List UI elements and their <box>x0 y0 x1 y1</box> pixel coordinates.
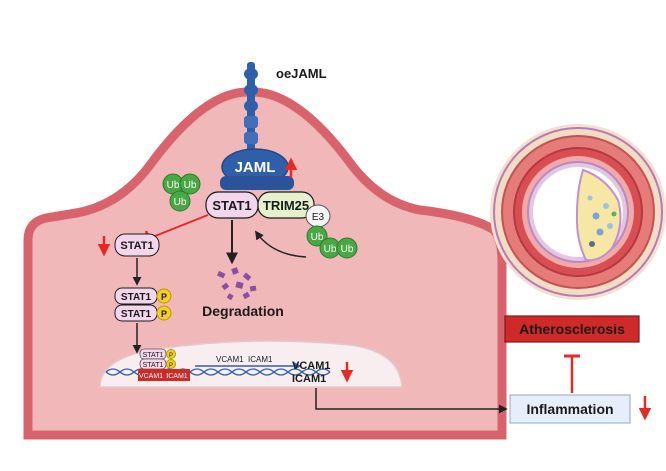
ub-cluster-left: Ub Ub Ub <box>162 173 201 212</box>
vessel-illustration <box>490 124 666 300</box>
trim25-label: TRIM25 <box>263 198 309 213</box>
e3-label: E3 <box>312 212 325 223</box>
stat1-cytosolic <box>114 233 160 257</box>
svg-text:P: P <box>169 363 173 369</box>
transcript-vcam1: VCAM1 <box>216 355 244 364</box>
stat1-main-label: STAT1 <box>212 198 251 213</box>
svg-text:Ub: Ub <box>174 197 187 208</box>
svg-text:STAT1: STAT1 <box>143 362 164 369</box>
svg-text:STAT1: STAT1 <box>121 292 152 303</box>
stat1-cytosolic-label: STAT1 <box>120 240 153 252</box>
svg-text:STAT1: STAT1 <box>121 309 152 320</box>
gene-box <box>138 369 190 381</box>
phospho-a <box>156 288 172 304</box>
ub-transfer-arrow <box>254 230 307 258</box>
ub-cluster-right: Ub Ub Ub <box>306 225 358 259</box>
output-icam1: ICAM1 <box>292 373 326 385</box>
atherosclerosis-box <box>504 315 640 343</box>
svg-text:STAT1: STAT1 <box>143 352 164 359</box>
oejaml-label: oeJAML <box>276 66 327 81</box>
svg-text:P: P <box>169 353 173 359</box>
output-vcam1: VCAM1 <box>292 360 331 372</box>
svg-text:Ub: Ub <box>324 244 337 255</box>
dna-phospho-a <box>166 349 176 359</box>
atherosclerosis-label: Atherosclerosis <box>519 321 625 337</box>
degradation-fragments <box>217 267 257 301</box>
trim25 <box>257 191 315 219</box>
degradation-label: Degradation <box>202 303 284 319</box>
jaml-base <box>220 176 294 190</box>
to-inflammation-arrow <box>315 388 508 414</box>
svg-text:P: P <box>161 292 167 302</box>
gene-vcam1: VCAM1 <box>139 373 163 380</box>
phospho-b <box>156 305 172 321</box>
svg-text:Ub: Ub <box>184 180 197 191</box>
dna-phospho-b <box>166 359 176 369</box>
svg-text:Ub: Ub <box>341 244 354 255</box>
svg-text:P: P <box>161 309 167 319</box>
transcript-icam1: ICAM1 <box>248 355 273 364</box>
inhibition-line <box>149 214 209 239</box>
inflammation-box <box>509 394 631 424</box>
svg-text:Ub: Ub <box>311 232 324 243</box>
inflammation-label: Inflammation <box>526 401 613 417</box>
oejaml-receptor <box>244 62 258 170</box>
gene-icam1: ICAM1 <box>166 373 188 380</box>
jaml-label: JAML <box>235 159 276 176</box>
svg-text:Ub: Ub <box>167 180 180 191</box>
